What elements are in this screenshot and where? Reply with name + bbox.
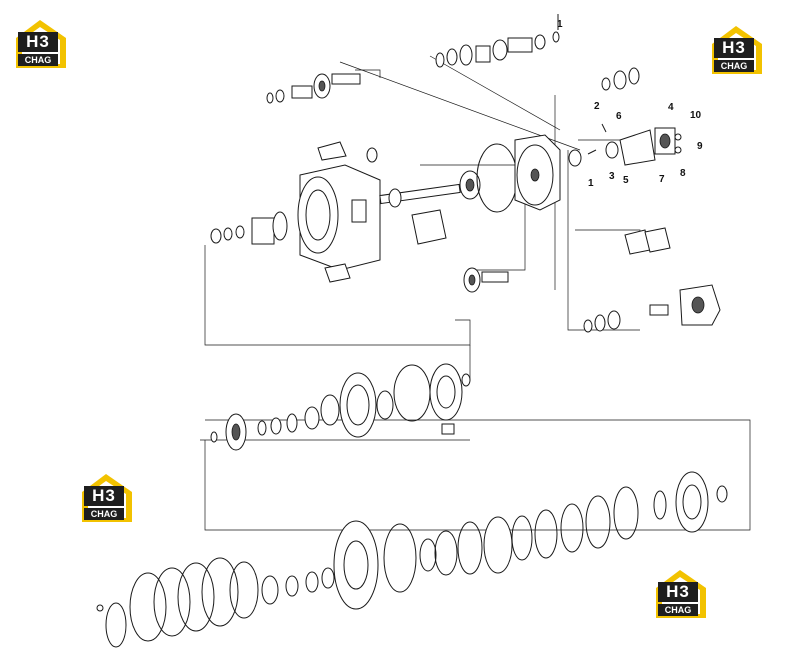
brand-main-text: H3 bbox=[84, 486, 124, 506]
callout-labels: 1 2 6 4 10 9 1 3 5 7 8 bbox=[557, 19, 703, 189]
callout-6: 6 bbox=[616, 111, 622, 122]
callout-4: 4 bbox=[668, 102, 674, 113]
callout-7: 7 bbox=[659, 174, 665, 185]
brand-logo-bottom-right: H3 CHAG bbox=[652, 568, 710, 620]
main-shaft bbox=[379, 170, 481, 208]
input-flange bbox=[210, 211, 288, 245]
transmission-housing bbox=[297, 141, 447, 283]
input-gear-shaft bbox=[266, 69, 381, 104]
friction-discs bbox=[96, 557, 335, 648]
callout-10: 10 bbox=[690, 110, 702, 121]
callout-9: 9 bbox=[697, 141, 703, 152]
callout-1: 1 bbox=[588, 178, 594, 189]
planetary-carrier-group bbox=[210, 363, 471, 451]
callout-2: 2 bbox=[594, 101, 600, 112]
brand-sub-text: CHAG bbox=[714, 60, 754, 72]
callout-1-top: 1 bbox=[557, 19, 563, 30]
top-shaft-assembly bbox=[435, 14, 560, 68]
brand-main-text: H3 bbox=[714, 38, 754, 58]
callout-8: 8 bbox=[680, 168, 686, 179]
right-pump-assembly bbox=[583, 284, 721, 333]
assembly-guide-lines bbox=[200, 55, 751, 531]
brand-logo-top-left: H3 CHAG bbox=[12, 18, 70, 70]
brand-sub-text: CHAG bbox=[658, 604, 698, 616]
callout-5: 5 bbox=[623, 175, 629, 186]
callout-3: 3 bbox=[609, 171, 615, 182]
brand-sub-text: CHAG bbox=[84, 508, 124, 520]
brand-main-text: H3 bbox=[18, 32, 58, 52]
gasket-and-end-cover bbox=[476, 134, 582, 213]
brand-logo-top-right: H3 CHAG bbox=[708, 24, 766, 76]
brand-sub-text: CHAG bbox=[18, 54, 58, 66]
upper-right-seal-kit bbox=[601, 67, 640, 91]
clutch-pack bbox=[333, 471, 728, 610]
pump-cover-assembly bbox=[587, 123, 682, 166]
mid-right-gaskets bbox=[624, 227, 671, 255]
brand-logo-bottom-left: H3 CHAG bbox=[78, 472, 136, 524]
idler-gear bbox=[463, 267, 509, 293]
brand-main-text: H3 bbox=[658, 582, 698, 602]
